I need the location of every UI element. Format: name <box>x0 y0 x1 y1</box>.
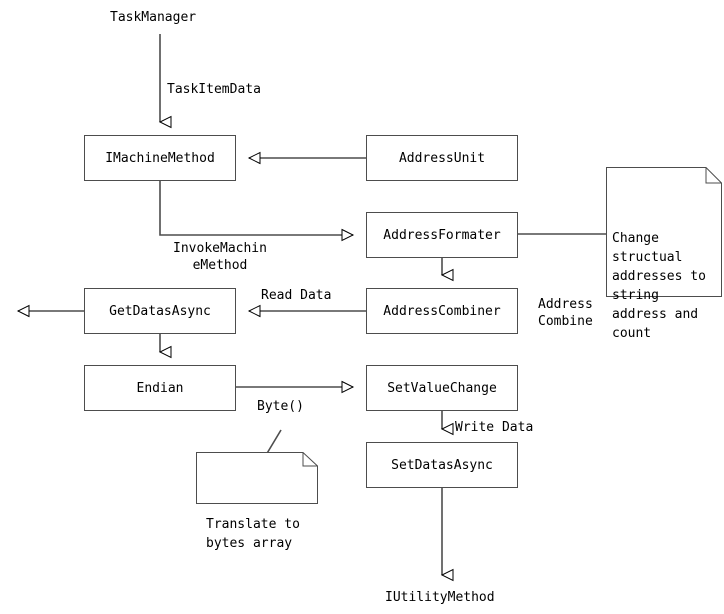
node-addressunit[interactable]: AddressUnit <box>366 135 518 181</box>
node-setvaluechange[interactable]: SetValueChange <box>366 365 518 411</box>
edge-label-taskitemdata: TaskItemData <box>167 82 261 97</box>
endpoint-label-iutilitymethod: IUtilityMethod <box>385 590 495 605</box>
edge-label-byte: Byte() <box>257 399 304 414</box>
node-addresscombiner[interactable]: AddressCombiner <box>366 288 518 334</box>
note-text: Change structual addresses to string add… <box>612 231 706 341</box>
node-getdatasasync[interactable]: GetDatasAsync <box>84 288 236 334</box>
node-label: SetDatasAsync <box>391 457 493 473</box>
endpoint-label-taskmanager: TaskManager <box>110 10 197 25</box>
node-endian[interactable]: Endian <box>84 365 236 411</box>
note-shape <box>606 167 722 297</box>
node-setdatasasync[interactable]: SetDatasAsync <box>366 442 518 488</box>
edge-label-readdata: Read Data <box>261 288 332 303</box>
node-imachinemethod[interactable]: IMachineMethod <box>84 135 236 181</box>
edge-imachinemethod-addressformater <box>159 181 355 242</box>
node-label: AddressUnit <box>398 150 486 166</box>
node-label: SetValueChange <box>387 380 497 396</box>
note-shape <box>196 452 318 504</box>
edge-label-writedata: Write Data <box>455 420 534 435</box>
node-label: IMachineMethod <box>105 150 215 166</box>
note-address-formatter: Change structual addresses to string add… <box>606 167 722 341</box>
edge-label-invokemachinemethod: InvokeMachin eMethod <box>173 241 267 273</box>
node-label: AddressFormater <box>383 227 501 243</box>
note-text: Translate to bytes array <box>206 517 300 551</box>
edge-label-addresscombine: Address Combine <box>538 297 593 329</box>
node-label: Endian <box>136 380 184 396</box>
node-label: GetDatasAsync <box>109 303 211 319</box>
node-label: AddressCombiner <box>383 303 501 319</box>
note-translate: Translate to bytes array <box>196 452 318 551</box>
edge-translate-note-leader <box>265 429 282 456</box>
node-addressformater[interactable]: AddressFormater <box>366 212 518 258</box>
